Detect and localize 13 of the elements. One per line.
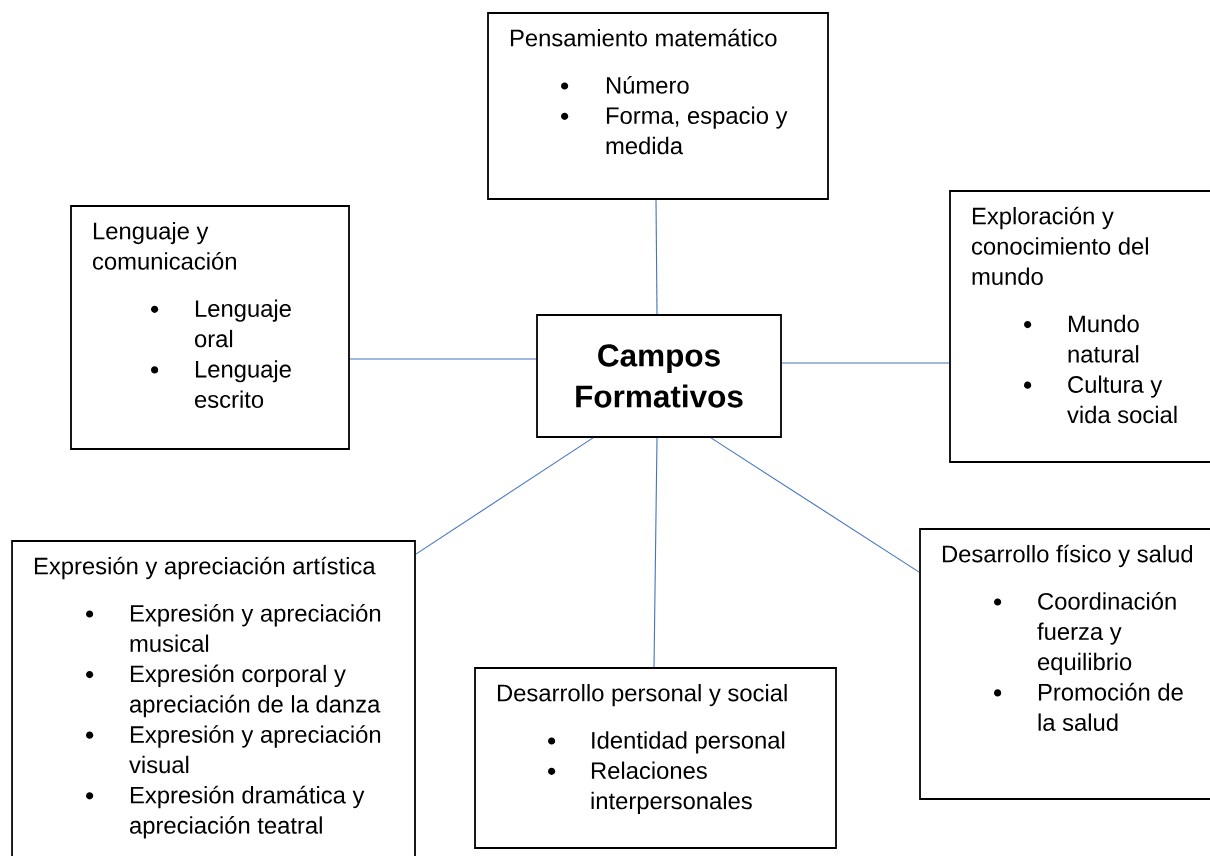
connector-line [415, 437, 594, 555]
topic-box: Pensamiento matemático Número Forma, espacio y medida [487, 12, 829, 200]
connector-line [655, 199, 658, 315]
central-concept-box: Campos Formativos [536, 314, 782, 438]
topic-box: Lenguaje y comunicación Lenguaje oral Lenguaje escrito [70, 205, 350, 450]
topic-box: Desarrollo físico y salud Coordinación fuerza y equilibrio Promoción de la salud [919, 528, 1210, 800]
connector-line [653, 437, 658, 668]
topic-box: Exploración y conocimiento del mundo Mundo natural Cultura y vida social [949, 190, 1210, 463]
connector-line [781, 362, 950, 364]
connector-line [349, 358, 537, 360]
connector-line [710, 437, 920, 573]
topic-box: Desarrollo personal y social Identidad personal Relaciones interpersonales [474, 667, 837, 849]
topic-box: Expresión y apreciación artística Expresión y apreciación musical Expresión corporal y apreciación de la danza Expresión y apreciación visual Expresión dramática y apreciación teatral [11, 540, 416, 856]
